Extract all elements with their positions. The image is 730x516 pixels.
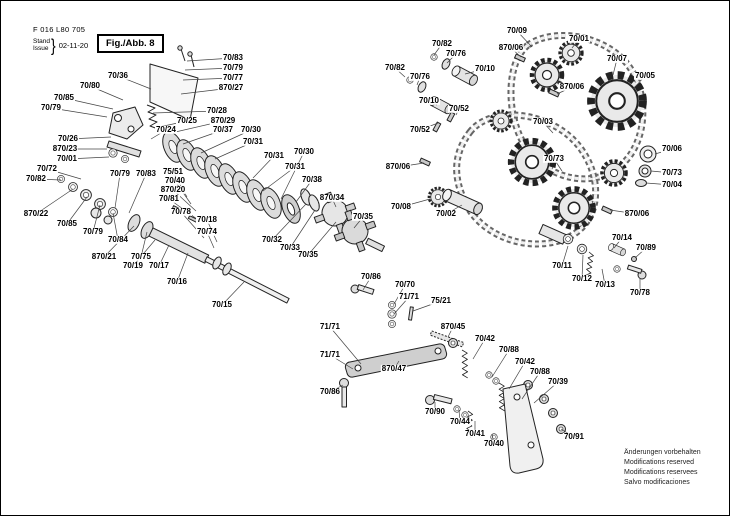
leader-line bbox=[472, 338, 486, 360]
leader-line bbox=[103, 225, 135, 258]
leader-line bbox=[397, 162, 425, 168]
leader-line bbox=[400, 198, 431, 208]
diagram-art bbox=[57, 32, 657, 474]
linkage-assembly bbox=[339, 284, 566, 474]
leader-line bbox=[221, 281, 245, 306]
footer-note-de: Änderungen vorbehalten bbox=[624, 449, 701, 456]
leader-line bbox=[252, 155, 275, 179]
leader-line bbox=[307, 221, 337, 256]
footer-note-en: Modifications reserved bbox=[624, 459, 695, 467]
stand-label: Stand bbox=[33, 37, 50, 45]
footer-notes: Änderungen vorbehalten Modifications res… bbox=[624, 448, 701, 489]
leader-line bbox=[172, 171, 188, 198]
stand-issue-words: Stand Issue bbox=[33, 38, 50, 53]
issue-label: Issue bbox=[33, 45, 49, 52]
leader-line bbox=[262, 166, 296, 192]
leader-line bbox=[112, 212, 119, 241]
leader-line bbox=[176, 252, 189, 283]
leader-line bbox=[174, 180, 192, 205]
issue-date: 02-11-20 bbox=[58, 40, 89, 50]
leader-line bbox=[612, 58, 618, 76]
bearing-set-right bbox=[635, 145, 657, 187]
leader-line bbox=[35, 188, 74, 215]
leader-line bbox=[128, 173, 147, 214]
leader-line bbox=[458, 409, 461, 423]
sprocket bbox=[489, 109, 513, 133]
jaw-coupling bbox=[300, 188, 385, 253]
leader-line bbox=[601, 268, 606, 286]
leader-line bbox=[206, 219, 218, 243]
leader-line bbox=[508, 361, 526, 390]
washer bbox=[108, 148, 118, 158]
leader-line bbox=[280, 151, 305, 200]
leader-line bbox=[393, 284, 406, 305]
leader-line bbox=[445, 204, 463, 215]
leader-line bbox=[206, 231, 215, 249]
leader-line bbox=[412, 300, 442, 312]
leader-line bbox=[92, 204, 101, 233]
sprocket bbox=[555, 189, 593, 227]
leader-line bbox=[66, 156, 110, 160]
leader-line bbox=[455, 108, 460, 116]
leader-line bbox=[158, 244, 170, 267]
leader-line bbox=[491, 349, 510, 378]
leader-line bbox=[63, 97, 114, 110]
leader-line bbox=[50, 107, 108, 118]
leader-line bbox=[609, 209, 638, 215]
intermediate-shaft bbox=[442, 188, 483, 216]
leader-line bbox=[186, 57, 234, 62]
leader-line bbox=[271, 203, 307, 241]
leader-line bbox=[654, 148, 673, 155]
tensioner-assembly bbox=[538, 223, 647, 280]
leader-line bbox=[329, 384, 344, 393]
leader-line bbox=[650, 170, 673, 174]
leader-line bbox=[329, 326, 362, 365]
leader-line bbox=[200, 129, 252, 154]
leader-line bbox=[289, 209, 316, 249]
drive-shaft bbox=[127, 205, 290, 304]
leader-line bbox=[67, 136, 112, 140]
sprocket bbox=[511, 141, 553, 183]
leader-line bbox=[556, 86, 573, 95]
sprocket bbox=[600, 159, 628, 187]
leader-line bbox=[214, 141, 254, 160]
leader-line bbox=[447, 326, 454, 338]
sprocket bbox=[558, 40, 584, 66]
sprocket bbox=[532, 60, 562, 90]
stand-issue-block: Stand Issue } 02-11-20 bbox=[33, 35, 89, 55]
leader-line bbox=[182, 129, 224, 145]
brace-glyph: } bbox=[51, 35, 56, 55]
leader-line bbox=[158, 120, 188, 128]
leader-line bbox=[581, 254, 584, 280]
sprocket bbox=[591, 75, 643, 127]
leader-line bbox=[394, 67, 406, 78]
washer bbox=[121, 155, 129, 163]
washer-cluster-left bbox=[57, 175, 118, 225]
leader-line bbox=[645, 182, 673, 186]
footer-note-fr: Modifications reservees bbox=[624, 469, 698, 477]
leader-line bbox=[634, 247, 647, 259]
leader-line bbox=[66, 196, 88, 225]
guard-plate-assembly bbox=[106, 45, 199, 163]
leader-line bbox=[114, 173, 121, 209]
footer-note-es: Salvo modificaciones bbox=[624, 479, 690, 487]
leader-line bbox=[184, 67, 234, 71]
figure-label: Fig./Abb. 8 bbox=[97, 34, 164, 53]
roller-set-top-right bbox=[406, 53, 613, 215]
document-code: F 016 L80 705 bbox=[33, 25, 86, 34]
leader-line bbox=[561, 245, 569, 267]
leader-line bbox=[117, 75, 152, 90]
leader-line bbox=[89, 85, 124, 101]
leader-line bbox=[433, 43, 443, 56]
leader-line bbox=[521, 371, 541, 400]
